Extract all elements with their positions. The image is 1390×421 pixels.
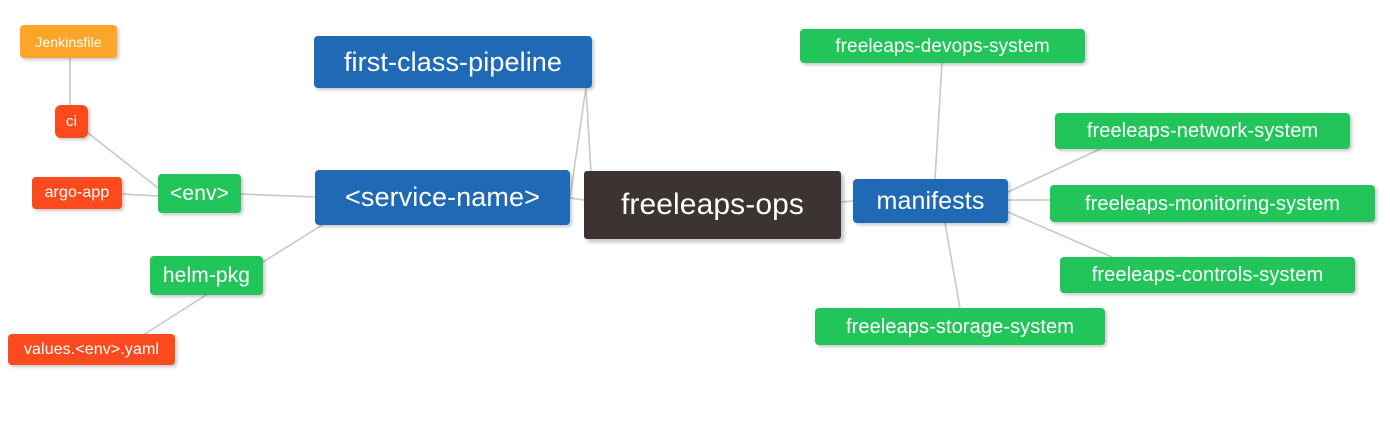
node-label: <service-name> [345, 182, 540, 212]
edge-service-name-to-env [240, 193, 316, 198]
node-label: <env> [170, 182, 229, 205]
edge-manifests-to-freeleaps-devops-system [934, 62, 943, 180]
node-label: freeleaps-network-system [1086, 120, 1319, 142]
node-label: freeleaps-monitoring-system [1084, 192, 1340, 215]
node-label: freeleaps-controls-system [1091, 264, 1324, 286]
mindmap-node-ci[interactable]: ci [55, 105, 88, 138]
mindmap-node-env[interactable]: <env> [158, 174, 241, 213]
node-label: argo-app [44, 184, 110, 201]
edge-helm-pkg-to-values-yaml [139, 294, 207, 338]
mindmap-node-freeleaps-monitoring-system[interactable]: freeleaps-monitoring-system [1050, 185, 1375, 222]
edge-service-name-to-helm-pkg [262, 224, 323, 263]
mindmap-node-values-yaml[interactable]: values.<env>.yaml [8, 334, 175, 365]
edge-freeleaps-ops-to-service-name [569, 197, 585, 201]
node-label: helm-pkg [162, 264, 251, 287]
node-label: freeleaps-storage-system [845, 315, 1075, 338]
node-label: freeleaps-devops-system [835, 35, 1050, 57]
edge-manifests-to-freeleaps-storage-system [944, 222, 961, 309]
edge-env-to-argo-app [121, 193, 159, 197]
node-label: manifests [876, 186, 985, 215]
mindmap-node-service-name[interactable]: <service-name> [315, 170, 570, 225]
node-label: values.<env>.yaml [23, 340, 160, 358]
mindmap-node-first-class-pipeline[interactable]: first-class-pipeline [314, 36, 592, 88]
node-label: ci [65, 113, 78, 130]
mindmap-node-manifests[interactable]: manifests [853, 179, 1008, 223]
node-label: first-class-pipeline [343, 46, 563, 77]
mindmap-node-freeleaps-network-system[interactable]: freeleaps-network-system [1055, 113, 1350, 149]
node-label: freeleaps-ops [620, 188, 805, 221]
node-label: Jenkinsfile [35, 33, 102, 50]
mindmap-node-freeleaps-controls-system[interactable]: freeleaps-controls-system [1060, 257, 1355, 293]
mindmap-node-jenkinsfile[interactable]: Jenkinsfile [20, 25, 117, 58]
mindmap-node-freeleaps-ops[interactable]: freeleaps-ops [584, 171, 841, 239]
mindmap-node-argo-app[interactable]: argo-app [32, 177, 122, 209]
mindmap-node-freeleaps-storage-system[interactable]: freeleaps-storage-system [815, 308, 1105, 345]
mindmap-node-helm-pkg[interactable]: helm-pkg [150, 256, 263, 295]
mindmap-node-freeleaps-devops-system[interactable]: freeleaps-devops-system [800, 29, 1085, 63]
edge-freeleaps-ops-to-manifests [840, 200, 854, 203]
